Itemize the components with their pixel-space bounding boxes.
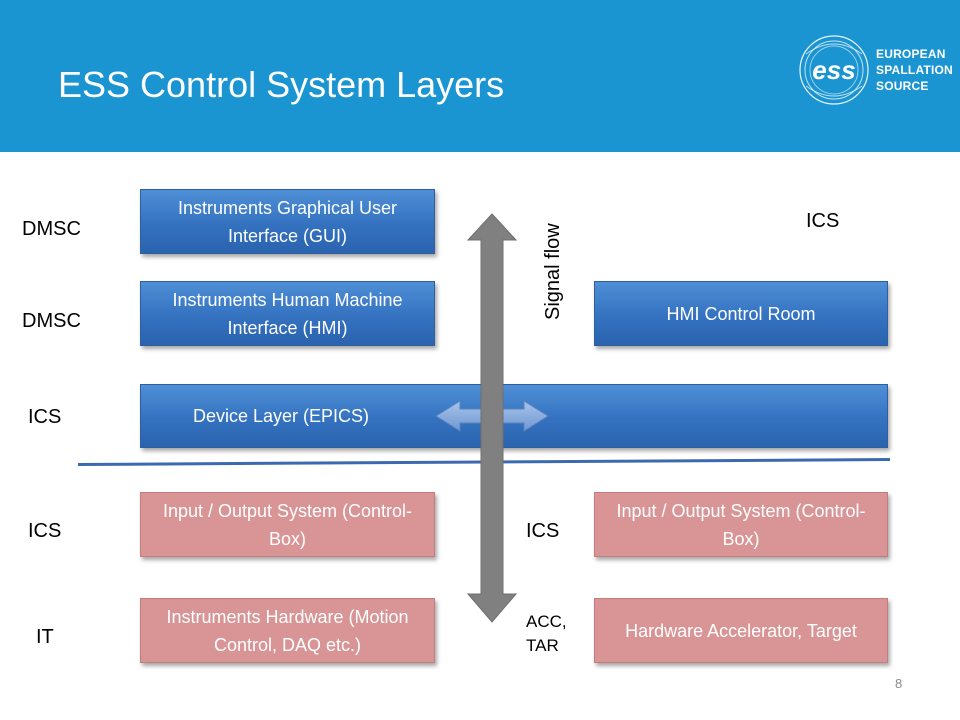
logo-line-3: SOURCE [876,79,929,93]
io-system-left-label: Input / Output System (Control-Box) [162,500,413,549]
page-number: 8 [895,676,903,691]
right-label-acc-tar: ACC, TAR [526,612,567,655]
device-layer-label: Device Layer (EPICS) [193,406,370,426]
signal-flow-label: Signal flow [542,223,564,320]
io-system-left-box: Input / Output System (Control-Box) [140,492,435,557]
left-label-device: ICS [28,406,62,428]
left-label-hw: IT [36,626,54,648]
logo-mark-text: ess [812,55,855,85]
hardware-accelerator-box: Hardware Accelerator, Target [594,598,888,663]
hmi-layer-box: Instruments Human Machine Interface (HMI… [140,281,435,346]
logo-wordmark: EUROPEAN SPALLATION SOURCE [876,46,953,94]
ess-logo: ess EUROPEAN SPALLATION SOURCE [796,32,953,112]
signal-flow-double-arrow [466,213,518,623]
header-bar: ESS Control System Layers ess EUROPEAN S… [0,0,960,152]
right-label-ics-io: ICS [526,520,560,542]
device-layer-box: Device Layer (EPICS) [140,384,888,448]
slide-title: ESS Control System Layers [58,64,505,105]
hmi-control-room-box: HMI Control Room [594,281,888,346]
logo-line-2: SPALLATION [876,63,953,77]
left-label-io: ICS [28,520,62,542]
gui-layer-box: Instruments Graphical User Interface (GU… [140,189,435,254]
left-label-gui: DMSC [22,218,81,240]
instruments-hardware-label: Instruments Hardware (Motion Control, DA… [166,606,409,655]
io-system-right-box: Input / Output System (Control-Box) [594,492,888,557]
left-label-hmi: DMSC [22,310,81,332]
hardware-accelerator-label: Hardware Accelerator, Target [625,620,857,641]
ess-logo-icon: ess [799,35,869,105]
io-system-right-label: Input / Output System (Control-Box) [616,500,866,549]
instruments-hardware-box: Instruments Hardware (Motion Control, DA… [140,598,435,663]
hmi-control-room-label: HMI Control Room [666,303,816,324]
hmi-layer-label: Instruments Human Machine Interface (HMI… [172,289,403,338]
gui-layer-label: Instruments Graphical User Interface (GU… [177,197,398,246]
right-label-ics-top: ICS [806,210,840,232]
logo-line-1: EUROPEAN [876,47,946,61]
